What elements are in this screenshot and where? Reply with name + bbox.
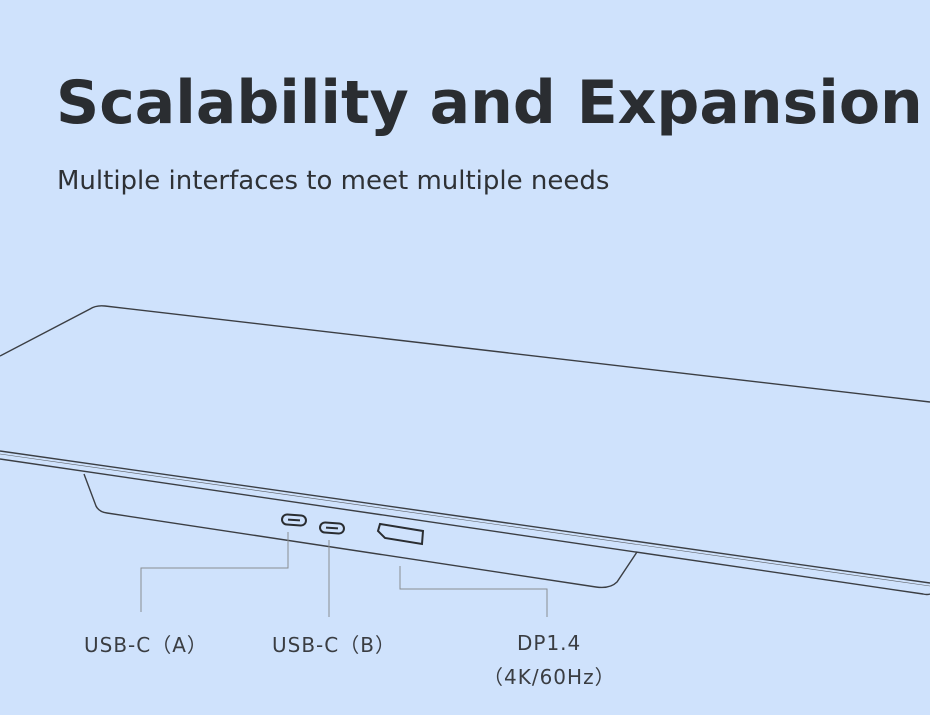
page-title: Scalability and Expansion [56, 68, 923, 138]
port-label-usb-c-b: USB-C（B） [272, 633, 396, 657]
monitor-bottom-edge [0, 450, 930, 584]
page-subtitle: Multiple interfaces to meet multiple nee… [57, 166, 610, 196]
dock-base [83, 473, 638, 589]
port-label-usb-c-a: USB-C（A） [84, 633, 208, 657]
port-label-displayport: DP1.4 [517, 631, 582, 655]
monitor-bezel-line [0, 453, 930, 587]
usb-c-b-port [319, 521, 345, 535]
port-spec-displayport: （4K/60Hz） [483, 665, 616, 689]
usb-c-a-port [281, 513, 307, 527]
monitor-panel-outline [0, 305, 930, 403]
displayport-port [376, 522, 425, 546]
monitor-bottom-edge-lower [0, 458, 930, 596]
usb-c-a-leader-line [140, 532, 289, 612]
displayport-leader-line [399, 566, 548, 617]
